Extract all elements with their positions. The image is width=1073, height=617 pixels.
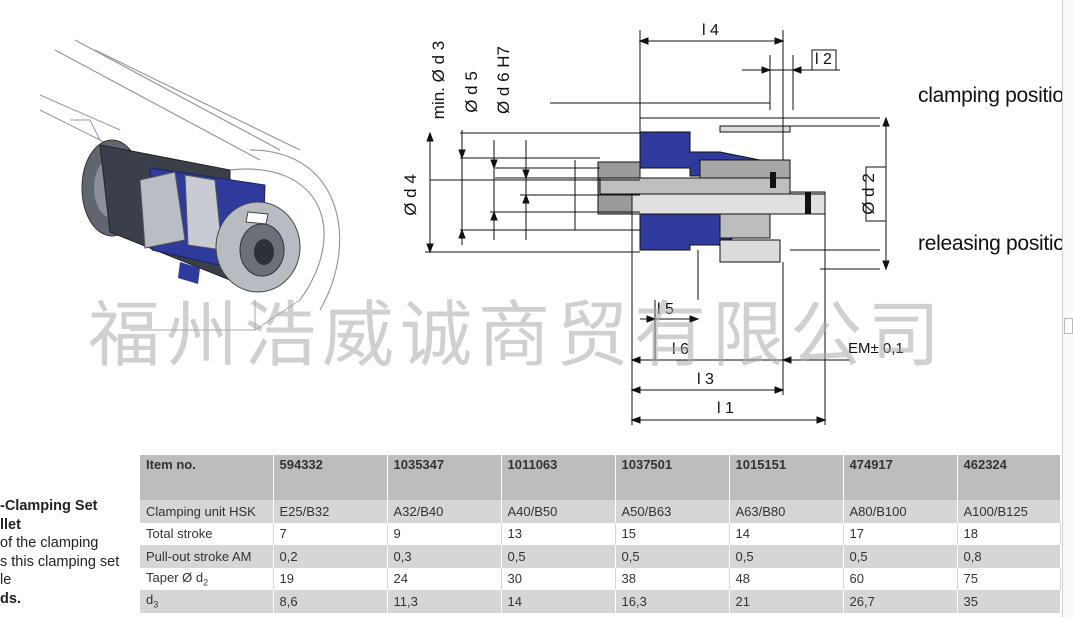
table-cell: 38 [615,567,730,590]
label-l4: l 4 [702,22,719,39]
table-cell: A100/B125 [957,500,1061,523]
table-cell: 11,3 [387,590,502,613]
row-label-main: d [146,592,154,608]
label-d6: Ø d 6 H7 [494,45,514,115]
table-cell: 75 [957,567,1061,590]
row-label: d3 [140,590,274,613]
header-item-no: Item no. [140,455,274,500]
table-row: Total stroke 7 9 13 15 14 17 18 [140,522,1061,545]
table-cell: 0,2 [273,545,388,568]
table-cell: 0,8 [957,545,1061,568]
dimension-lines [426,37,890,424]
table-cell: 14 [501,590,616,613]
table-cell: 16,3 [615,590,730,613]
header-item-number: 474917 [843,455,958,500]
table-cell: 35 [957,590,1061,613]
table-cell: 7 [273,522,388,545]
label-d4: Ø d 4 [400,174,420,216]
row-label-sub: 2 [203,577,209,588]
table-cell: 60 [843,567,958,590]
table-cell: A80/B100 [843,500,958,523]
releasing-position-label: releasing position [918,232,1063,255]
table-row: Taper Ø d2 19 24 30 38 48 60 75 [140,567,1061,590]
table-cell: 0,3 [387,545,502,568]
product-description: -Clamping Set llet of the clamping s thi… [0,497,140,608]
table-cell: 15 [615,522,730,545]
label-d5: Ø d 5 [461,71,481,113]
header-item-number: 1035347 [387,455,502,500]
technical-drawing [39,30,890,425]
header-item-number: 1011063 [501,455,616,500]
description-line: of the clamping [0,535,99,551]
table-cell: 9 [387,522,502,545]
table-row: Pull-out stroke AM 0,2 0,3 0,5 0,5 0,5 0… [140,545,1061,568]
table-cell: 24 [387,567,502,590]
description-line: s this clamping set [0,553,120,570]
label-l5: l 5 [657,301,674,318]
table-cell: 0,5 [501,545,616,568]
table-cell: 0,5 [615,545,730,568]
header-item-number: 462324 [957,455,1061,500]
table-cell: 19 [273,567,388,590]
header-item-number: 1037501 [615,455,730,500]
row-label: Taper Ø d2 [140,567,274,590]
label-l3: l 3 [697,371,714,388]
table-cell: 8,6 [273,590,388,613]
description-line: llet [0,516,21,533]
label-l1: l 1 [717,400,734,417]
description-line: -Clamping Set [0,498,98,514]
table-cell: 18 [957,522,1061,545]
clamping-set-3d-illustration [39,39,341,331]
table-cell: A50/B63 [615,500,730,523]
watermark: 福州浩威诚商贸有限公司 [88,293,947,377]
table-cell: A40/B50 [501,500,616,523]
row-label-sub: 3 [153,600,159,611]
table-cell: 21 [729,590,844,613]
table-cell: 13 [501,522,616,545]
section-drawing [425,30,880,425]
row-label: Pull-out stroke AM [140,545,274,568]
specification-table: Item no. 594332 1035347 1011063 1037501 … [140,455,1061,613]
row-label: Clamping unit HSK [140,500,274,523]
table-cell: 14 [729,522,844,545]
label-d3: min. Ø d 3 [429,40,449,120]
description-line: ds. [0,590,21,607]
table-cell: 0,5 [843,545,958,568]
table-cell: 48 [729,567,844,590]
table-row: d3 8,6 11,3 14 16,3 21 26,7 35 [140,590,1061,613]
scrollbar-thumb[interactable] [1064,318,1073,334]
description-line: le [0,572,12,588]
row-label-main: Taper Ø d [146,569,204,585]
table-header-row: Item no. 594332 1035347 1011063 1037501 … [140,455,1061,500]
label-l2: l 2 [815,51,832,68]
table-cell: 0,5 [729,545,844,568]
table-cell: A32/B40 [387,500,502,523]
vertical-scrollbar[interactable] [1062,0,1073,617]
clamping-position-label: clamping position [918,84,1063,107]
label-em: EM± 0,1 [848,340,904,357]
table-cell: 26,7 [843,590,958,613]
table-cell: A63/B80 [729,500,844,523]
table-cell: 30 [501,567,616,590]
header-item-number: 594332 [273,455,388,500]
table-row: Clamping unit HSK E25/B32 A32/B40 A40/B5… [140,500,1061,523]
table-cell: E25/B32 [273,500,388,523]
row-label: Total stroke [140,522,274,545]
label-l6: l 6 [672,341,689,358]
header-item-number: 1015151 [729,455,844,500]
table-cell: 17 [843,522,958,545]
label-d2: Ø d 2 [858,173,878,215]
